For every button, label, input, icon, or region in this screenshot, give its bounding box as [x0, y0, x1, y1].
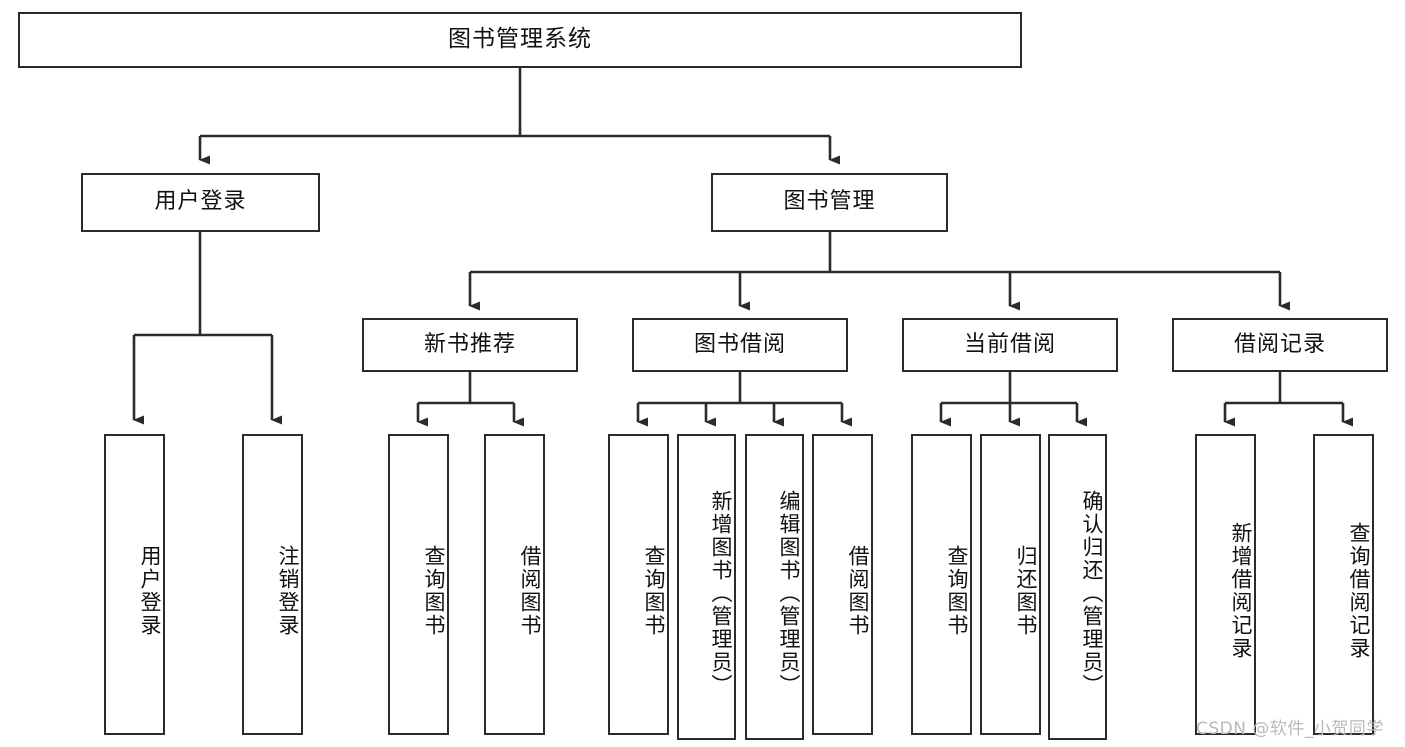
node-leaf-edit-book[interactable]: 编辑图书（管理员）	[745, 434, 804, 740]
node-leaf-query-book-1[interactable]: 查询图书	[388, 434, 449, 735]
node-leaf-borrow-book-1[interactable]: 借阅图书	[484, 434, 545, 735]
node-label: 确认归还（管理员）	[1080, 489, 1104, 697]
edges-root	[132, 68, 1353, 427]
node-leaf-user-login[interactable]: 用户登录	[104, 434, 165, 735]
node-borrow-record[interactable]: 借阅记录	[1172, 318, 1388, 372]
node-leaf-return-book[interactable]: 归还图书	[980, 434, 1041, 735]
node-label: 图书借阅	[693, 331, 786, 357]
node-label: 图书管理系统	[448, 26, 592, 53]
node-label: 编辑图书（管理员）	[777, 489, 801, 697]
node-label: 当前借阅	[963, 331, 1056, 357]
node-leaf-logout[interactable]: 注销登录	[242, 434, 303, 735]
node-user-login[interactable]: 用户登录	[81, 173, 320, 232]
node-leaf-add-record[interactable]: 新增借阅记录	[1195, 434, 1256, 735]
node-label: 借阅图书	[518, 544, 542, 637]
node-root-system[interactable]: 图书管理系统	[18, 12, 1022, 68]
node-current-borrow[interactable]: 当前借阅	[902, 318, 1118, 372]
node-book-manage[interactable]: 图书管理	[711, 173, 948, 232]
watermark: CSDN @软件_小贺同学	[1196, 719, 1384, 739]
node-label: 图书管理	[783, 189, 876, 215]
node-new-book-recommend[interactable]: 新书推荐	[362, 318, 578, 372]
node-label: 归还图书	[1014, 544, 1038, 637]
node-leaf-confirm-return[interactable]: 确认归还（管理员）	[1048, 434, 1107, 740]
node-label: 用户登录	[138, 544, 162, 637]
node-book-borrow[interactable]: 图书借阅	[632, 318, 848, 372]
node-label: 查询图书	[642, 544, 666, 637]
node-label: 新书推荐	[423, 331, 516, 357]
node-leaf-borrow-book-2[interactable]: 借阅图书	[812, 434, 873, 735]
node-leaf-query-book-2[interactable]: 查询图书	[608, 434, 669, 735]
node-label: 查询借阅记录	[1347, 521, 1371, 660]
node-label: 查询图书	[422, 544, 446, 637]
node-label: 注销登录	[276, 544, 300, 637]
node-leaf-query-record[interactable]: 查询借阅记录	[1313, 434, 1374, 735]
node-leaf-add-book[interactable]: 新增图书（管理员）	[677, 434, 736, 740]
node-label: 用户登录	[154, 189, 247, 215]
node-label: 新增借阅记录	[1229, 521, 1253, 660]
node-label: 借阅记录	[1233, 331, 1326, 357]
node-label: 新增图书（管理员）	[709, 489, 733, 697]
node-label: 借阅图书	[846, 544, 870, 637]
node-label: 查询图书	[945, 544, 969, 637]
node-leaf-query-book-3[interactable]: 查询图书	[911, 434, 972, 735]
